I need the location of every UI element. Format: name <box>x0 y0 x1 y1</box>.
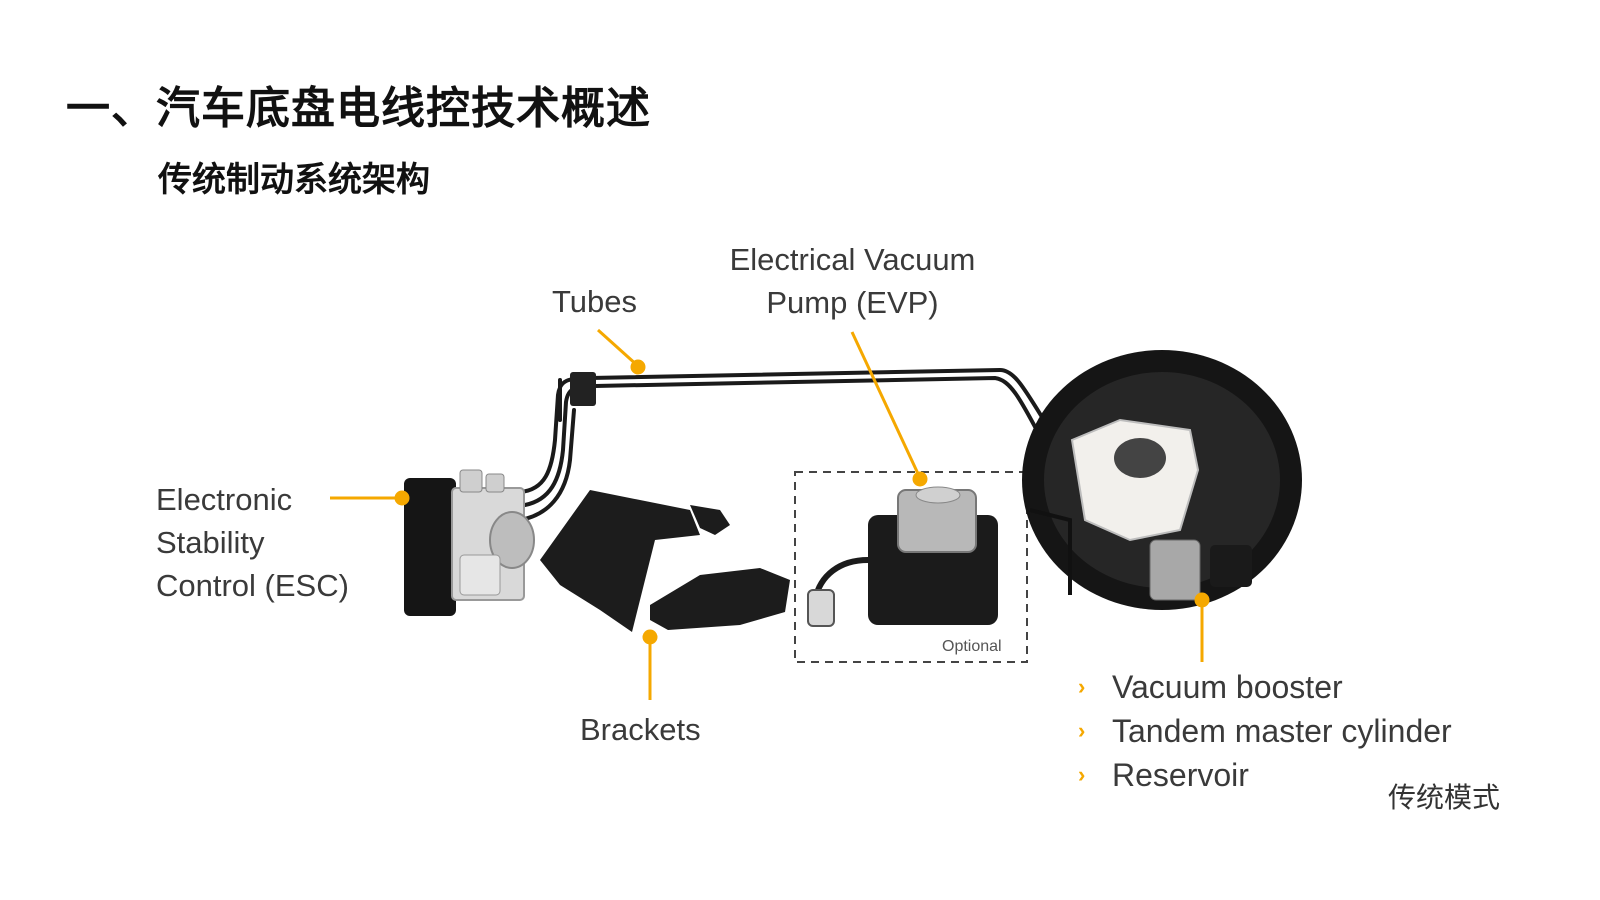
optional-label: Optional <box>942 638 1002 655</box>
evp-graphic <box>807 486 998 627</box>
mode-label: 传统模式 <box>1388 781 1501 814</box>
evp-label-line1: Electrical Vacuum <box>729 242 976 277</box>
optional-frame <box>794 471 1028 663</box>
leader-lines <box>330 328 1210 700</box>
esc-label-line3: Control (ESC) <box>156 568 349 603</box>
page-title: 一、汽车底盘电线控技术概述 <box>66 83 651 134</box>
brackets-label: Brackets <box>580 712 701 747</box>
chevron-right-icon: › <box>1078 674 1086 699</box>
esc-label-line1: Electronic <box>156 482 293 517</box>
chevron-right-icon: › <box>1078 762 1086 787</box>
evp-label-line2: Pump (EVP) <box>766 285 939 320</box>
esc-label: Electronic Stability Control (ESC) <box>156 478 349 607</box>
list-item: ›Vacuum booster <box>1078 665 1452 709</box>
list-item: ›Tandem master cylinder <box>1078 709 1452 753</box>
evp-label: Electrical Vacuum Pump (EVP) <box>710 238 995 324</box>
page-subtitle: 传统制动系统架构 <box>158 160 430 200</box>
chevron-right-icon: › <box>1078 718 1086 743</box>
brackets-graphic <box>540 490 790 632</box>
list-item: ›Reservoir <box>1078 753 1452 797</box>
booster-component-list: ›Vacuum booster ›Tandem master cylinder … <box>1078 665 1452 797</box>
esc-label-line2: Stability <box>156 525 265 560</box>
tube-connector <box>570 372 596 406</box>
vacuum-booster-graphic <box>1022 350 1302 610</box>
esc-unit-graphic <box>404 469 535 616</box>
tubes-label: Tubes <box>552 284 638 319</box>
